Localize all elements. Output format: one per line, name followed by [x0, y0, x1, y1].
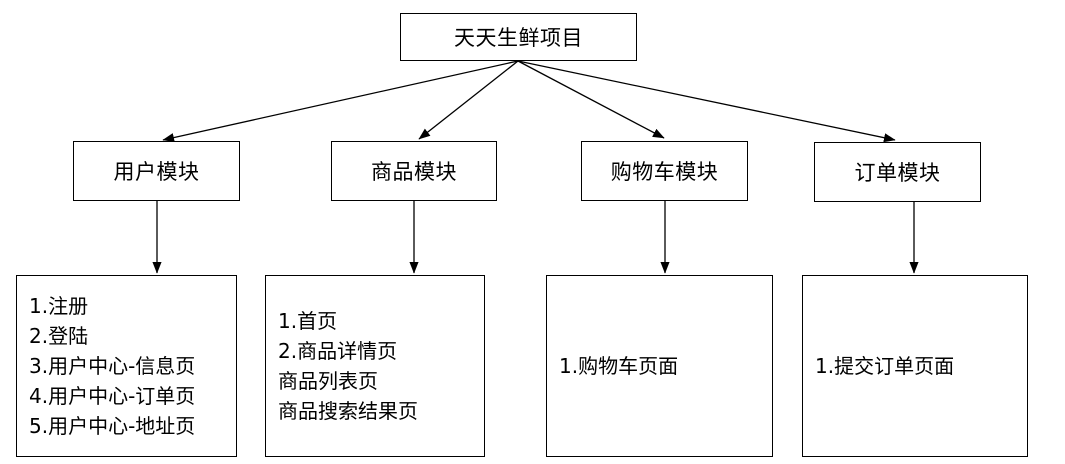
detail-line-list: 1.购物车页面 — [547, 351, 772, 381]
detail-line-list: 1.提交订单页面 — [803, 351, 1027, 381]
list-item: 4.用户中心-订单页 — [29, 384, 196, 408]
node-project-title-label: 天天生鲜项目 — [454, 26, 583, 50]
list-item: 2.登陆 — [29, 324, 89, 348]
node-module-order-label: 订单模块 — [854, 161, 941, 185]
list-item: 1.首页 — [278, 309, 338, 333]
node-module-product-label: 商品模块 — [371, 160, 457, 184]
list-item: 5.用户中心-地址页 — [29, 414, 196, 438]
node-detail-order[interactable]: 1.提交订单页面 — [802, 275, 1028, 457]
list-item: 商品列表页 — [278, 369, 378, 393]
edge-title-to-user — [162, 60, 519, 143]
list-item: 2.商品详情页 — [278, 339, 398, 363]
node-module-order[interactable]: 订单模块 — [814, 142, 981, 202]
edge-title-to-product — [418, 60, 519, 140]
node-module-user[interactable]: 用户模块 — [73, 141, 240, 201]
node-module-cart[interactable]: 购物车模块 — [581, 141, 748, 201]
detail-line-list: 1.注册 2.登陆 3.用户中心-信息页 4.用户中心-订单页 5.用户中心-地… — [17, 291, 236, 441]
list-item: 3.用户中心-信息页 — [29, 354, 196, 378]
node-detail-cart[interactable]: 1.购物车页面 — [546, 275, 773, 457]
list-item: 1.注册 — [29, 294, 89, 318]
list-item: 1.购物车页面 — [559, 354, 679, 378]
node-project-title[interactable]: 天天生鲜项目 — [400, 13, 637, 61]
node-module-cart-label: 购物车模块 — [610, 160, 719, 184]
node-module-product[interactable]: 商品模块 — [331, 141, 497, 201]
node-module-user-label: 用户模块 — [113, 160, 200, 184]
edge-title-to-cart — [517, 60, 665, 139]
edge-title-to-order — [517, 60, 896, 143]
detail-line-list: 1.首页 2.商品详情页 商品列表页 商品搜索结果页 — [266, 306, 484, 426]
node-detail-user[interactable]: 1.注册 2.登陆 3.用户中心-信息页 4.用户中心-订单页 5.用户中心-地… — [16, 275, 237, 457]
node-detail-product[interactable]: 1.首页 2.商品详情页 商品列表页 商品搜索结果页 — [265, 275, 485, 457]
list-item: 商品搜索结果页 — [278, 399, 418, 423]
list-item: 1.提交订单页面 — [815, 354, 955, 378]
